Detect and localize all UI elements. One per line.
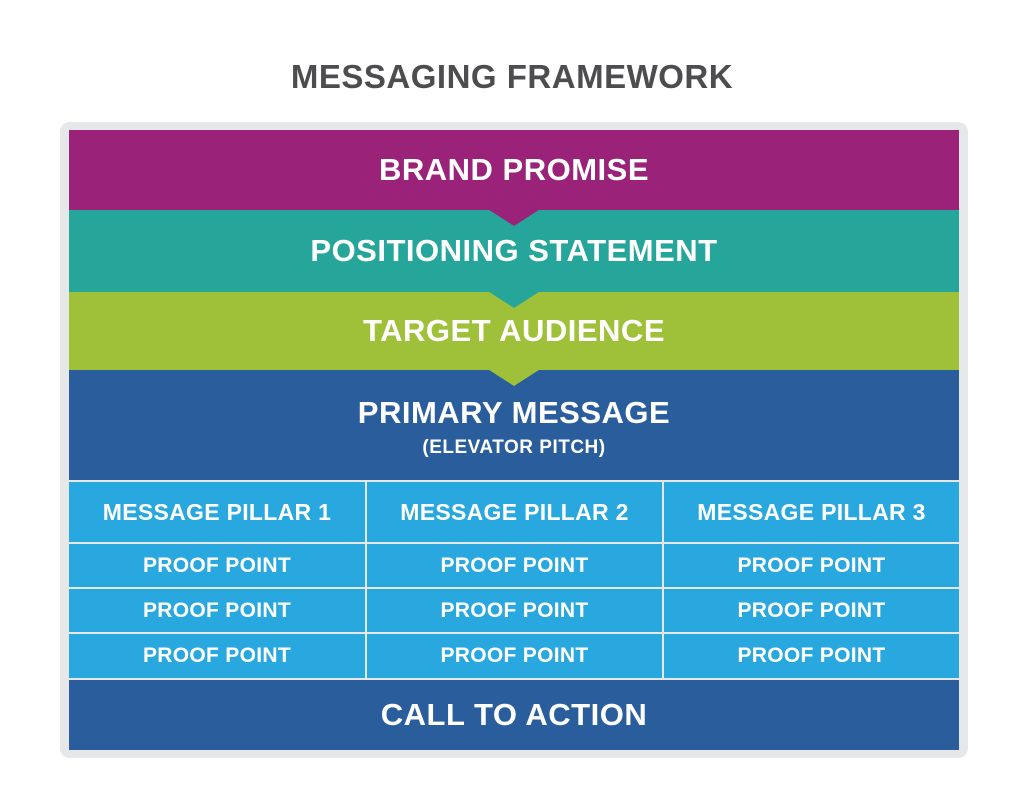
call-to-action-label: CALL TO ACTION xyxy=(380,697,648,732)
target-audience-band: TARGET AUDIENCE xyxy=(69,292,959,370)
proof-point-label: PROOF POINT xyxy=(737,644,886,667)
arrow-down-icon xyxy=(486,290,542,308)
arrow-down-icon xyxy=(486,208,542,226)
proof-point: PROOF POINT xyxy=(664,544,959,587)
brand-promise-band: BRAND PROMISE xyxy=(69,130,959,210)
proof-point: PROOF POINT xyxy=(664,589,959,632)
proof-point-label: PROOF POINT xyxy=(143,553,291,577)
positioning-statement-label: POSITIONING STATEMENT xyxy=(310,233,718,268)
primary-message-band: PRIMARY MESSAGE (ELEVATOR PITCH) xyxy=(69,370,959,480)
proof-point-label: PROOF POINT xyxy=(440,644,589,667)
message-pillar-1: MESSAGE PILLAR 1 xyxy=(69,482,365,542)
diagram-title: MESSAGING FRAMEWORK xyxy=(290,58,734,95)
proof-point-label: PROOF POINT xyxy=(737,598,886,622)
message-pillar-2: MESSAGE PILLAR 2 xyxy=(367,482,662,542)
proof-point: PROOF POINT xyxy=(367,634,662,678)
target-audience-label: TARGET AUDIENCE xyxy=(363,313,665,348)
proof-point: PROOF POINT xyxy=(367,544,662,587)
elevator-pitch-label: (ELEVATOR PITCH) xyxy=(422,437,606,458)
message-pillar-2-label: MESSAGE PILLAR 2 xyxy=(400,498,629,525)
proof-point: PROOF POINT xyxy=(69,589,365,632)
proof-point-label: PROOF POINT xyxy=(440,598,589,622)
proof-point-label: PROOF POINT xyxy=(143,644,291,667)
proof-point: PROOF POINT xyxy=(69,544,365,587)
message-pillar-3: MESSAGE PILLAR 3 xyxy=(664,482,959,542)
arrow-down-icon xyxy=(486,368,542,386)
proof-point-label: PROOF POINT xyxy=(737,553,886,577)
call-to-action-band: CALL TO ACTION xyxy=(69,680,959,750)
primary-message-label: PRIMARY MESSAGE xyxy=(357,395,671,430)
message-pillar-1-label: MESSAGE PILLAR 1 xyxy=(102,498,332,525)
message-pillar-3-label: MESSAGE PILLAR 3 xyxy=(697,498,926,525)
proof-point: PROOF POINT xyxy=(367,589,662,632)
proof-point-label: PROOF POINT xyxy=(440,553,589,577)
proof-point: PROOF POINT xyxy=(69,634,365,678)
proof-point: PROOF POINT xyxy=(664,634,959,678)
brand-promise-label: BRAND PROMISE xyxy=(378,152,649,187)
proof-point-label: PROOF POINT xyxy=(143,598,291,622)
